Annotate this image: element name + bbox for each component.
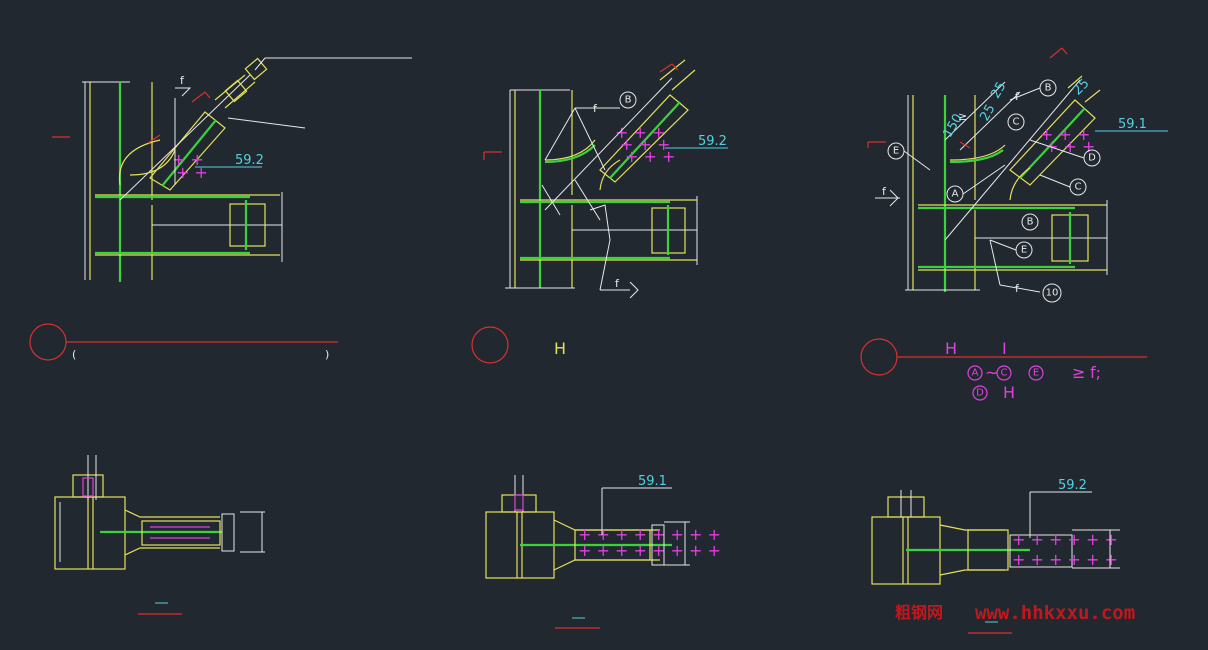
- svg-text:f: f: [615, 277, 620, 290]
- detail-3-bolts: + + + + + +: [1040, 125, 1095, 156]
- svg-text:f: f: [1015, 282, 1020, 295]
- svg-text:f: f: [593, 102, 598, 115]
- detail-3-title: H I A ~ C E ≥ f; D H: [860, 338, 1147, 402]
- svg-text:+ + +: + + +: [615, 123, 665, 142]
- detail-3-dimension: 59.1: [1118, 117, 1147, 132]
- svg-text:): ): [325, 348, 329, 361]
- detail-3-elevation: + + + + + + 150 25 25 25 ≥ B C D C B E A…: [867, 47, 1168, 303]
- svg-text:25: 25: [1070, 76, 1092, 98]
- svg-text:B: B: [1027, 217, 1034, 228]
- svg-text:B: B: [1045, 83, 1052, 94]
- detail-2-elevation: + + + + + + + + + f B f 59.2: [483, 59, 728, 299]
- svg-text:A: A: [952, 189, 959, 200]
- plan-2-dimension: 59.1: [638, 474, 667, 489]
- plan-3-dimension: 59.2: [1058, 478, 1087, 493]
- detail-2-bubble-b: [619, 91, 637, 109]
- svg-text:C: C: [1075, 182, 1082, 193]
- watermark: 粗钢网 www.hhkxxu.com: [895, 602, 1135, 624]
- plan-1: [54, 455, 265, 615]
- detail-2-section-label: H: [554, 339, 566, 358]
- detail-1-dimension: 59.2: [235, 153, 264, 168]
- svg-text:f: f: [1015, 90, 1020, 103]
- svg-text:D: D: [1088, 153, 1096, 164]
- svg-text:+ + + + + +: + + + + + +: [1012, 530, 1118, 549]
- svg-text:10: 10: [1046, 288, 1059, 299]
- detail-2-dimension: 59.2: [698, 134, 727, 149]
- detail-1-bolts: + + + +: [172, 150, 208, 182]
- watermark-cn: 粗钢网: [895, 603, 943, 622]
- detail-2-bolts: + + + + + + + + +: [615, 123, 675, 166]
- svg-text:E: E: [893, 146, 899, 157]
- plan-2: + + + + + + + + + + + + + + + + 59.1: [485, 474, 721, 629]
- svg-text:+ + +: + + +: [1040, 125, 1090, 144]
- svg-text:B: B: [625, 95, 632, 106]
- plan-3: + + + + + + + + + + + + 59.2: [871, 478, 1120, 634]
- svg-text:≥: ≥: [958, 110, 967, 123]
- svg-text:+ + +: + + +: [1045, 137, 1095, 156]
- svg-text:+ +: + +: [172, 150, 204, 169]
- svg-text:+ + + + + +: + + + + + +: [1012, 550, 1118, 569]
- svg-text:E: E: [1021, 245, 1027, 256]
- svg-text:D: D: [976, 388, 984, 399]
- svg-text:25: 25: [988, 80, 1009, 102]
- svg-text:f: f: [180, 74, 185, 87]
- detail-1-elevation: + + + + f 59.2: [52, 57, 412, 282]
- detail-1-title: ( ): [29, 323, 338, 361]
- svg-text:f;: f;: [1090, 363, 1101, 382]
- plan-3-bolts: + + + + + + + + + + + +: [1012, 530, 1118, 569]
- svg-text:E: E: [1033, 368, 1039, 379]
- watermark-url: www.hhkxxu.com: [975, 602, 1135, 624]
- svg-text:~: ~: [985, 363, 998, 382]
- svg-text:+ + + + + + + +: + + + + + + + +: [578, 541, 721, 560]
- svg-text:25: 25: [977, 102, 998, 124]
- detail-3-note: A ~ C E ≥ f; D H: [967, 363, 1101, 402]
- detail-3-section-h: H: [945, 339, 957, 358]
- svg-text:(: (: [72, 348, 76, 361]
- plan-2-bolts: + + + + + + + + + + + + + + + +: [578, 525, 721, 560]
- svg-text:H: H: [1003, 383, 1015, 402]
- svg-text:C: C: [1013, 117, 1020, 128]
- svg-text:≥: ≥: [1072, 363, 1085, 382]
- svg-text:C: C: [1001, 368, 1008, 379]
- svg-text:A: A: [972, 368, 979, 379]
- svg-text:+ + +: + + +: [625, 147, 675, 166]
- detail-3-section-i: I: [1002, 339, 1007, 358]
- svg-text:+ +: + +: [176, 163, 208, 182]
- svg-text:f: f: [882, 185, 887, 198]
- detail-2-title: H: [471, 326, 566, 364]
- svg-text:+ + +: + + +: [620, 135, 670, 154]
